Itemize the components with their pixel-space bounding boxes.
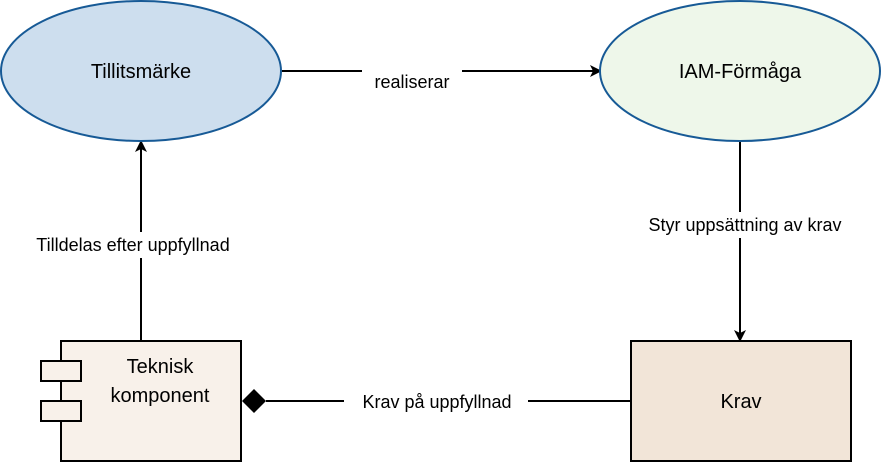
node-label-tillitsmarke: Tillitsmärke: [91, 61, 191, 83]
edge-label-realiserar: realiserar: [374, 72, 449, 92]
edge-krav-pa-uppfyllnad: Krav på uppfyllnad: [242, 389, 630, 415]
node-label-iam: IAM-Förmåga: [679, 61, 802, 83]
node-teknisk-komponent[interactable]: Teknisk komponent: [40, 340, 242, 462]
component-port-top: [40, 360, 82, 382]
node-tillitsmarke[interactable]: Tillitsmärke: [0, 0, 282, 142]
node-label-krav: Krav: [720, 391, 761, 413]
edge-tilldelas: Tilldelas efter uppfyllnad: [12, 140, 254, 341]
edge-label-krav-pa: Krav på uppfyllnad: [362, 392, 511, 412]
edge-styr: Styr uppsättning av krav: [624, 142, 864, 342]
node-label-teknisk-line1: Teknisk: [127, 356, 195, 378]
edge-label-styr: Styr uppsättning av krav: [648, 215, 841, 235]
component-port-bottom: [40, 400, 82, 422]
edge-realiserar: realiserar: [282, 65, 602, 93]
node-krav[interactable]: Krav: [630, 340, 852, 462]
node-iam-formaga[interactable]: IAM-Förmåga: [599, 0, 881, 142]
node-label-teknisk-line2: komponent: [111, 385, 210, 407]
edge-label-tilldelas: Tilldelas efter uppfyllnad: [36, 235, 229, 255]
diamond-marker: [242, 389, 266, 413]
